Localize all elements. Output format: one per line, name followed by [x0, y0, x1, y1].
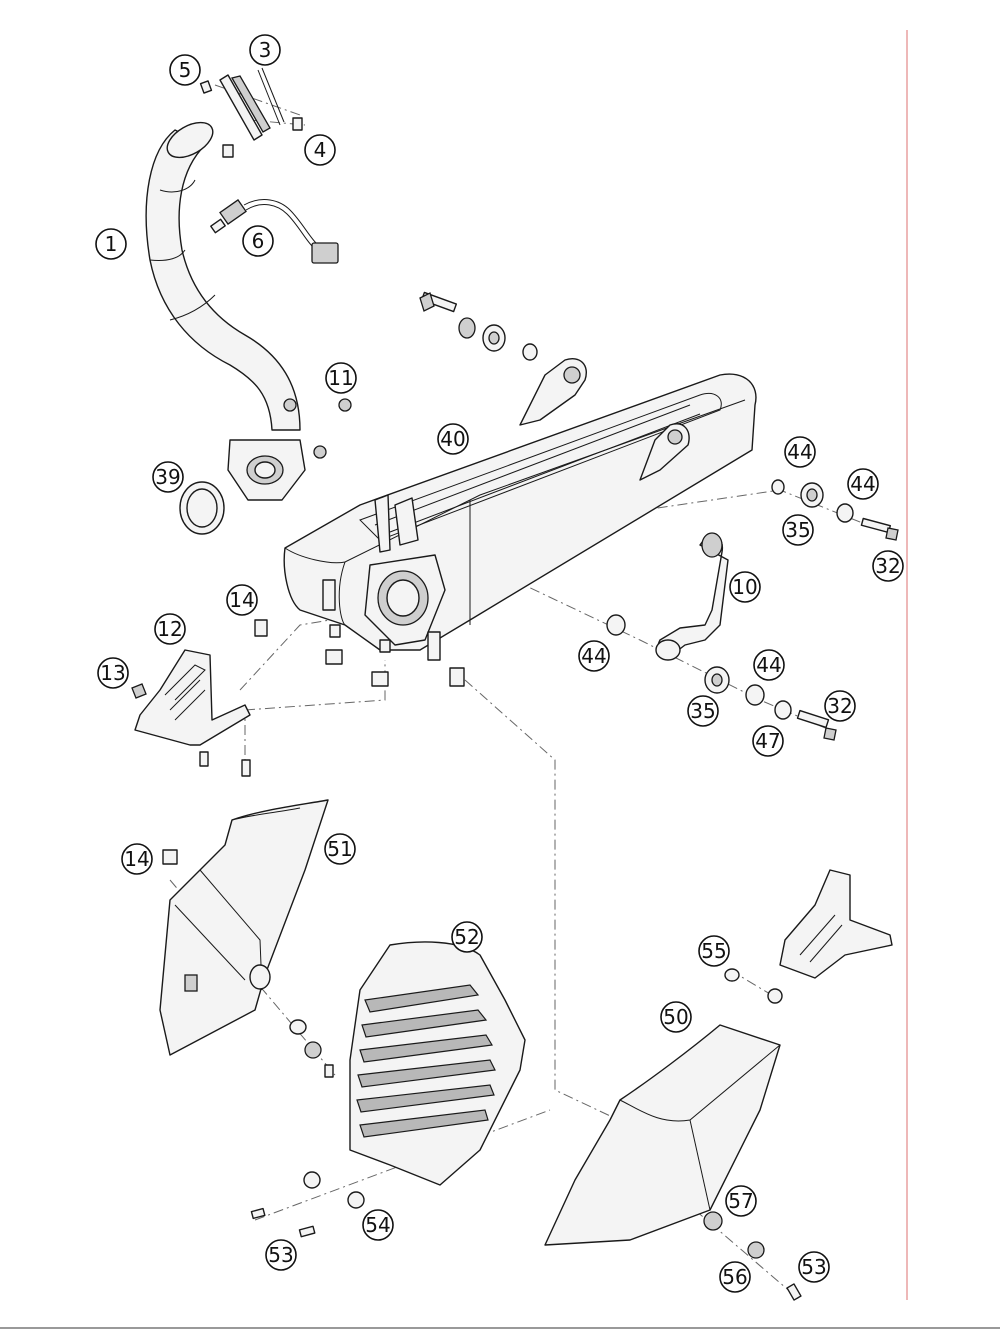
callout-52: 52	[451, 921, 483, 953]
upper-right-hardware	[771, 479, 899, 541]
callout-label: 47	[755, 729, 780, 753]
callout-label: 35	[785, 518, 810, 542]
callout-55: 55	[698, 935, 730, 967]
flange-nuts	[283, 398, 352, 459]
callout-44: 44	[847, 468, 879, 500]
callout-32: 32	[872, 550, 904, 582]
callout-label: 44	[850, 472, 875, 496]
callout-label: 50	[663, 1005, 688, 1029]
callout-10: 10	[729, 571, 761, 603]
callout-35: 35	[687, 695, 719, 727]
callout-label: 39	[155, 465, 180, 489]
callout-label: 11	[328, 366, 353, 390]
callout-6: 6	[242, 225, 274, 257]
louver-slats	[356, 984, 496, 1138]
callout-label: 44	[581, 644, 606, 668]
callout-32: 32	[824, 690, 856, 722]
callout-label: 14	[124, 847, 149, 871]
callout-label: 12	[157, 617, 182, 641]
callout-5: 5	[169, 54, 201, 86]
callout-label: 52	[454, 925, 479, 949]
callout-44: 44	[578, 640, 610, 672]
callout-label: 53	[801, 1255, 826, 1279]
callout-label: 10	[732, 575, 757, 599]
callout-40: 40	[437, 423, 469, 455]
callout-label: 13	[100, 661, 125, 685]
callout-label: 5	[179, 58, 192, 82]
callout-50: 50	[660, 1001, 692, 1033]
callout-3: 3	[249, 34, 281, 66]
callout-14: 14	[121, 843, 153, 875]
callout-label: 32	[827, 694, 852, 718]
callout-label: 1	[105, 232, 118, 256]
right-side-bracket	[724, 869, 893, 1004]
callout-13: 13	[97, 657, 129, 689]
top-mount-hardware	[419, 291, 538, 361]
callout-14: 14	[226, 584, 258, 616]
callout-label: 14	[229, 588, 254, 612]
lower-right-hardware	[606, 614, 837, 741]
callout-56: 56	[719, 1261, 751, 1293]
callout-35: 35	[782, 514, 814, 546]
callout-11: 11	[325, 362, 357, 394]
callout-44: 44	[753, 649, 785, 681]
callout-label: 35	[690, 699, 715, 723]
callout-label: 44	[756, 653, 781, 677]
callout-label: 53	[268, 1243, 293, 1267]
callout-label: 6	[252, 229, 265, 253]
exhaust-header-pipe	[145, 121, 306, 501]
mounting-bracket	[131, 619, 465, 777]
header-flange	[199, 67, 303, 158]
callout-label: 57	[728, 1189, 753, 1213]
callout-label: 4	[314, 138, 327, 162]
callout-4: 4	[304, 134, 336, 166]
leader-lines	[169, 84, 881, 1301]
silencer	[283, 358, 757, 661]
gasket-ring	[179, 481, 225, 535]
callout-label: 54	[365, 1213, 390, 1237]
callout-53: 53	[798, 1251, 830, 1283]
callout-label: 51	[327, 837, 352, 861]
callout-53: 53	[265, 1239, 297, 1271]
side-heat-shield	[159, 799, 334, 1078]
callout-label: 44	[787, 440, 812, 464]
callout-label: 3	[259, 38, 272, 62]
callout-54: 54	[362, 1209, 394, 1241]
callout-47: 47	[752, 725, 784, 757]
callout-1: 1	[95, 228, 127, 260]
louvered-guard	[250, 941, 526, 1238]
callout-label: 56	[722, 1265, 747, 1289]
callout-51: 51	[324, 833, 356, 865]
lambda-sensor	[210, 199, 339, 264]
silencer-bracket-arm	[655, 532, 729, 661]
callout-57: 57	[725, 1185, 757, 1217]
callout-label: 40	[440, 427, 465, 451]
callout-label: 32	[875, 554, 900, 578]
callout-44: 44	[784, 436, 816, 468]
lower-heat-shield	[544, 1024, 802, 1301]
callout-label: 55	[701, 939, 726, 963]
callout-12: 12	[154, 613, 186, 645]
callout-39: 39	[152, 461, 184, 493]
